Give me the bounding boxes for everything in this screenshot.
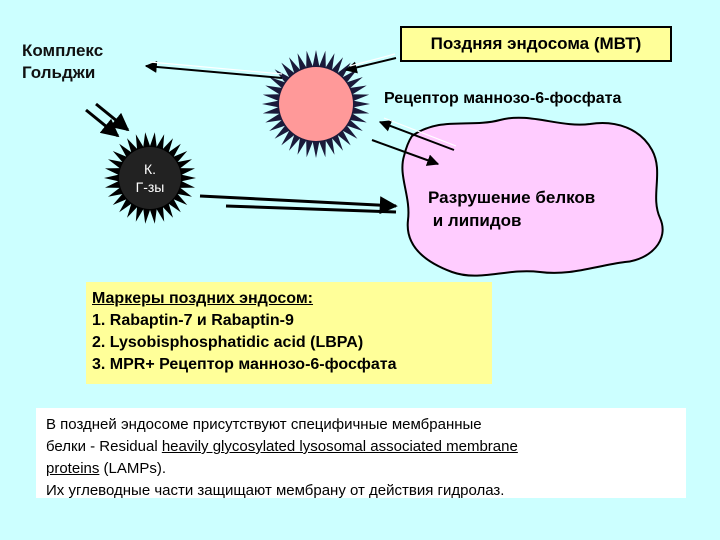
receptor-label: Рецептор маннозо-6-фосфата [384, 90, 621, 108]
note-line3-suffix: (LAMPs). [99, 460, 166, 477]
degradation-line1: Разрушение белков [428, 186, 595, 209]
markers-box: Маркеры поздних эндосом: 1. Rabaptin-7 и… [86, 282, 492, 384]
note-line1: В поздней эндосоме присутствуют специфич… [46, 414, 676, 436]
late-endosome-label: Поздняя эндосома (МВТ) [400, 26, 672, 62]
degradation-label: Разрушение белков и липидов [428, 186, 595, 232]
core-circle [279, 67, 353, 141]
arrow-granule-to-lysosome [200, 196, 396, 212]
granule-label: К. Г-зы [122, 160, 178, 196]
note-line3: proteins (LAMPs). [46, 458, 676, 480]
marker-item-2: 2. Lysobisphosphatidic acid (LBPA) [92, 332, 486, 354]
golgi-label: Комплекс Гольджи [22, 40, 103, 84]
golgi-label-line2: Гольджи [22, 62, 103, 84]
note-line2-prefix: белки - Residual [46, 438, 162, 455]
marker-item-1: 1. Rabaptin-7 и Rabaptin-9 [92, 310, 486, 332]
note-line3-underlined: proteins [46, 460, 99, 477]
note-line2-underlined: heavily glycosylated lysosomal associate… [162, 438, 518, 455]
note-line4: Их углеводные части защищают мембрану от… [46, 480, 676, 502]
arrow-golgi-to-granule [86, 104, 128, 136]
arrow-receptor-to-endosome [346, 54, 396, 70]
granule-label-line2: Г-зы [122, 178, 178, 196]
granule-label-line1: К. [122, 160, 178, 178]
golgi-label-line1: Комплекс [22, 40, 103, 62]
degradation-line2: и липидов [428, 209, 595, 232]
note-line2: белки - Residual heavily glycosylated ly… [46, 436, 676, 458]
note-box: В поздней эндосоме присутствуют специфич… [36, 408, 686, 498]
late-endosome-spiky [262, 50, 370, 158]
arrow-endosome-to-golgi [146, 62, 282, 78]
markers-title: Маркеры поздних эндосом: [92, 288, 486, 310]
marker-item-3: 3. MPR+ Рецептор маннозо-6-фосфата [92, 354, 486, 376]
